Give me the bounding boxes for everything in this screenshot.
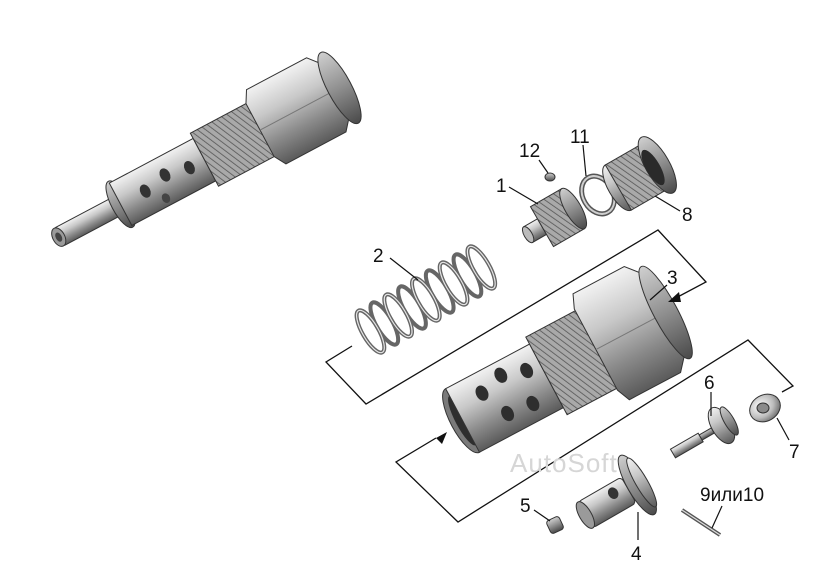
part-2-spring [354, 244, 498, 355]
part-9-10-pin [680, 508, 722, 537]
label-9-10: 9или10 [700, 485, 764, 506]
part-6-valve-stem [669, 406, 739, 459]
label-8: 8 [682, 205, 693, 226]
label-11: 11 [570, 127, 590, 148]
watermark: AutoSoft [510, 448, 618, 478]
leader-2 [389, 257, 419, 281]
leader-11 [582, 144, 587, 177]
leader-7 [776, 417, 790, 441]
label-4: 4 [631, 544, 642, 565]
label-2: 2 [373, 246, 384, 267]
part-3-valve-body [442, 265, 693, 454]
leader-8 [654, 195, 681, 212]
label-7: 7 [789, 442, 800, 463]
bracket-arrow-upper [668, 292, 681, 302]
leader-3 [649, 284, 668, 301]
leader-12 [538, 159, 549, 174]
label-5: 5 [520, 496, 531, 517]
label-12: 12 [519, 141, 540, 162]
bracket-arrow-lower [436, 432, 447, 444]
assembled-valve [51, 51, 362, 247]
part-1-seat [521, 187, 588, 248]
part-5-plug [546, 516, 564, 534]
part-8-filter-cap [602, 136, 677, 212]
label-6: 6 [704, 373, 715, 394]
assembly-bracket-upper [324, 229, 708, 405]
leader-9-10 [711, 505, 723, 529]
part-4-guide [575, 454, 658, 529]
assembly-bracket-lower [394, 339, 795, 523]
part-7-cap [749, 393, 781, 423]
leader-5 [533, 509, 551, 522]
label-1: 1 [496, 176, 507, 197]
label-3: 3 [667, 268, 678, 289]
leader-1 [508, 186, 539, 205]
part-12-insert [544, 172, 556, 182]
